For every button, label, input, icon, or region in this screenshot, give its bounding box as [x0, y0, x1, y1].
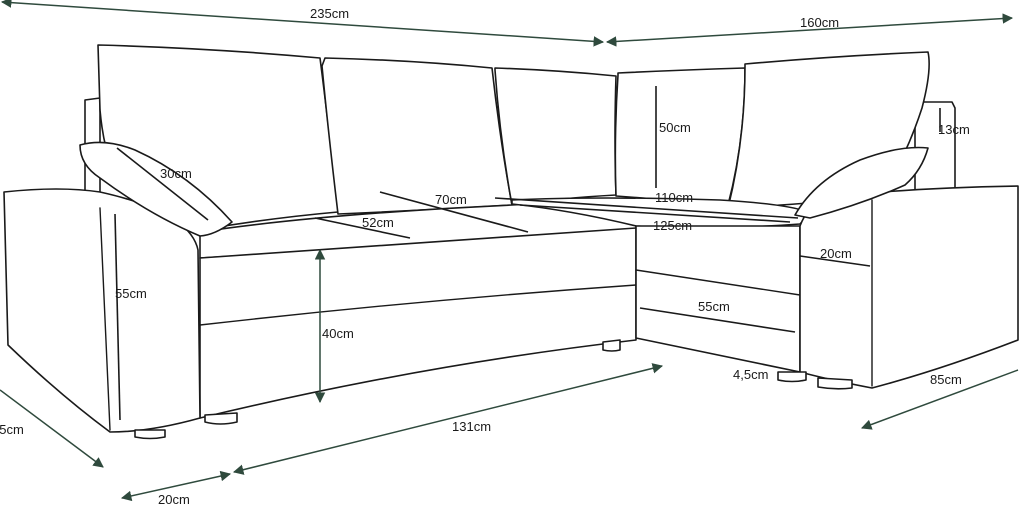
arrow-seat-length — [232, 363, 664, 475]
back-cushion-2 — [321, 57, 513, 215]
back-depth-line — [379, 191, 529, 233]
label-pillow-size: 30cm — [160, 166, 192, 181]
label-leg-height: 4,5cm — [733, 367, 768, 382]
measurement-lines — [114, 86, 941, 421]
label-corner-total-length: 125cm — [653, 218, 692, 233]
arrow-total-width — [0, 0, 605, 47]
corner-total-line — [519, 204, 791, 223]
sofa-drawing — [3, 44, 1019, 440]
arrow-corner-width — [605, 13, 1014, 47]
label-corner-seat-depth: 55cm — [698, 299, 730, 314]
left-armrest-edge — [99, 207, 111, 431]
leg-4 — [777, 371, 807, 383]
label-armrest-width-left: 20cm — [158, 492, 190, 507]
label-back-cushion-height: 50cm — [659, 120, 691, 135]
dimension-arrows — [0, 0, 1019, 502]
seat-front-seam — [199, 284, 637, 326]
label-armrest-top: 20cm — [820, 246, 852, 261]
corner-seat-line — [494, 197, 799, 219]
label-seat-depth: 52cm — [362, 215, 394, 230]
right-armrest — [799, 185, 1019, 389]
corner-seat-depth-line — [639, 307, 796, 333]
back-cushion-4 — [614, 67, 746, 206]
leg-1 — [134, 429, 166, 440]
label-armrest-height: 55cm — [115, 286, 147, 301]
armrest-height-line — [114, 213, 121, 421]
label-back-depth: 70cm — [435, 192, 467, 207]
corner-seam — [635, 269, 801, 296]
arrow-depth-left — [0, 389, 104, 468]
seat-depth-line — [314, 217, 411, 239]
label-depth-right: 85cm — [930, 372, 962, 387]
label-corner-seat-length: 110cm — [655, 190, 693, 205]
arrow-depth-right — [861, 369, 1019, 430]
label-armrest-width-right: 13cm — [938, 122, 970, 137]
label-total-width: 235cm — [310, 6, 349, 21]
leg-2 — [204, 412, 238, 425]
right-back-frame — [914, 101, 956, 195]
label-seat-height: 40cm — [322, 326, 354, 341]
label-seat-length: 131cm — [452, 419, 491, 434]
back-cushion-3 — [494, 67, 617, 206]
armrest-top-line — [799, 255, 871, 267]
arrow-armrest-width-left — [120, 470, 232, 502]
dimension-labels: 235cm 160cm 50cm 13cm 30cm 70cm 110cm 52… — [0, 6, 970, 507]
left-pillow — [79, 141, 233, 237]
seat-front-left — [199, 227, 637, 419]
pillow-measure-line — [116, 147, 209, 221]
right-pillow — [794, 146, 929, 219]
leg-5 — [817, 377, 853, 390]
left-armrest — [3, 188, 201, 433]
label-depth-left: 85cm — [0, 422, 24, 437]
label-corner-width: 160cm — [800, 15, 839, 30]
leg-3 — [602, 339, 621, 352]
